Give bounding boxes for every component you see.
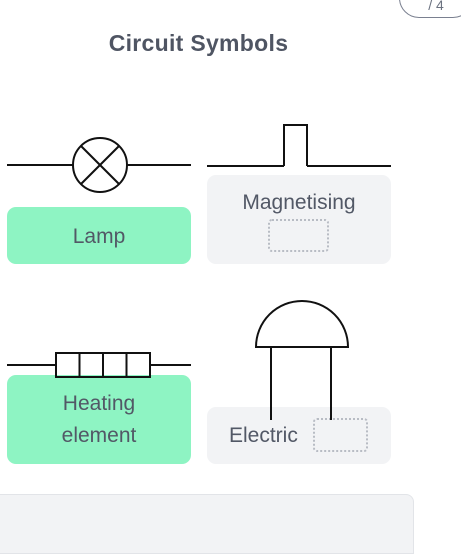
electric-card[interactable]: Electric bbox=[207, 407, 391, 464]
heating-label-line2: element bbox=[61, 424, 137, 447]
magnetising-card[interactable]: Magnetising bbox=[207, 175, 391, 264]
electric-bell-symbol-icon bbox=[254, 300, 350, 420]
heating-element-card[interactable]: Heating element bbox=[7, 375, 191, 464]
electric-drop-slot[interactable] bbox=[313, 418, 368, 452]
circuit-symbols-layer bbox=[7, 124, 391, 420]
heating-element-symbol-icon bbox=[7, 352, 191, 378]
page-title: Circuit Symbols bbox=[108, 30, 289, 56]
lamp-label: Lamp bbox=[72, 225, 126, 248]
lamp-card[interactable]: Lamp bbox=[7, 207, 191, 264]
magnetising-label: Magnetising bbox=[242, 191, 356, 214]
magnetising-coil-symbol-icon bbox=[207, 124, 391, 167]
magnetising-drop-slot[interactable] bbox=[268, 219, 329, 252]
answer-panel[interactable] bbox=[0, 494, 414, 554]
lamp-symbol-icon bbox=[7, 137, 191, 193]
heating-label-line1: Heating bbox=[62, 392, 136, 415]
electric-label: Electric bbox=[229, 424, 298, 447]
